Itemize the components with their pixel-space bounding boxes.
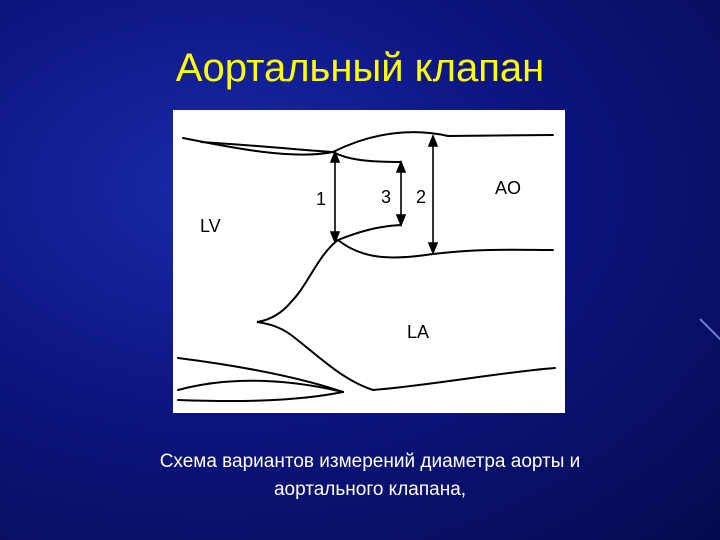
label-lv: LV bbox=[200, 216, 221, 236]
arrow-1-bottom bbox=[329, 231, 341, 245]
upper-wall-outer bbox=[200, 131, 554, 154]
arrow-3-bottom bbox=[395, 214, 407, 228]
sinus-upper bbox=[332, 151, 402, 163]
upper-wall-inner bbox=[182, 137, 334, 156]
label-measure-2: 2 bbox=[416, 187, 426, 207]
bottom-curve-1 bbox=[177, 357, 344, 393]
caption-line-1: Схема вариантов измерений диаметра аорты… bbox=[159, 451, 581, 472]
slide-caption: Схема вариантов измерений диаметра аорты… bbox=[90, 448, 650, 504]
left-atrium-wall bbox=[256, 239, 556, 392]
decorative-line bbox=[699, 318, 720, 341]
diagram-svg: LV AO LA 1 3 2 bbox=[177, 131, 556, 403]
label-measure-3: 3 bbox=[381, 187, 391, 207]
aortic-valve-diagram: LV AO LA 1 3 2 bbox=[173, 110, 565, 413]
sinus-lower bbox=[337, 224, 402, 241]
label-ao: AO bbox=[495, 178, 521, 198]
arrow-2-top bbox=[427, 133, 439, 147]
bottom-curve-2 bbox=[177, 379, 344, 393]
label-la: LA bbox=[407, 322, 429, 342]
arrow-2-bottom bbox=[427, 242, 439, 256]
lower-wall bbox=[337, 239, 554, 259]
arrow-3-top bbox=[395, 159, 407, 173]
bottom-curve-3 bbox=[177, 391, 344, 403]
arrow-1-top bbox=[329, 149, 341, 163]
slide-title: Аортальный клапан bbox=[175, 46, 545, 90]
caption-line-2: аортального клапана, bbox=[273, 479, 467, 500]
label-measure-1: 1 bbox=[316, 189, 326, 209]
